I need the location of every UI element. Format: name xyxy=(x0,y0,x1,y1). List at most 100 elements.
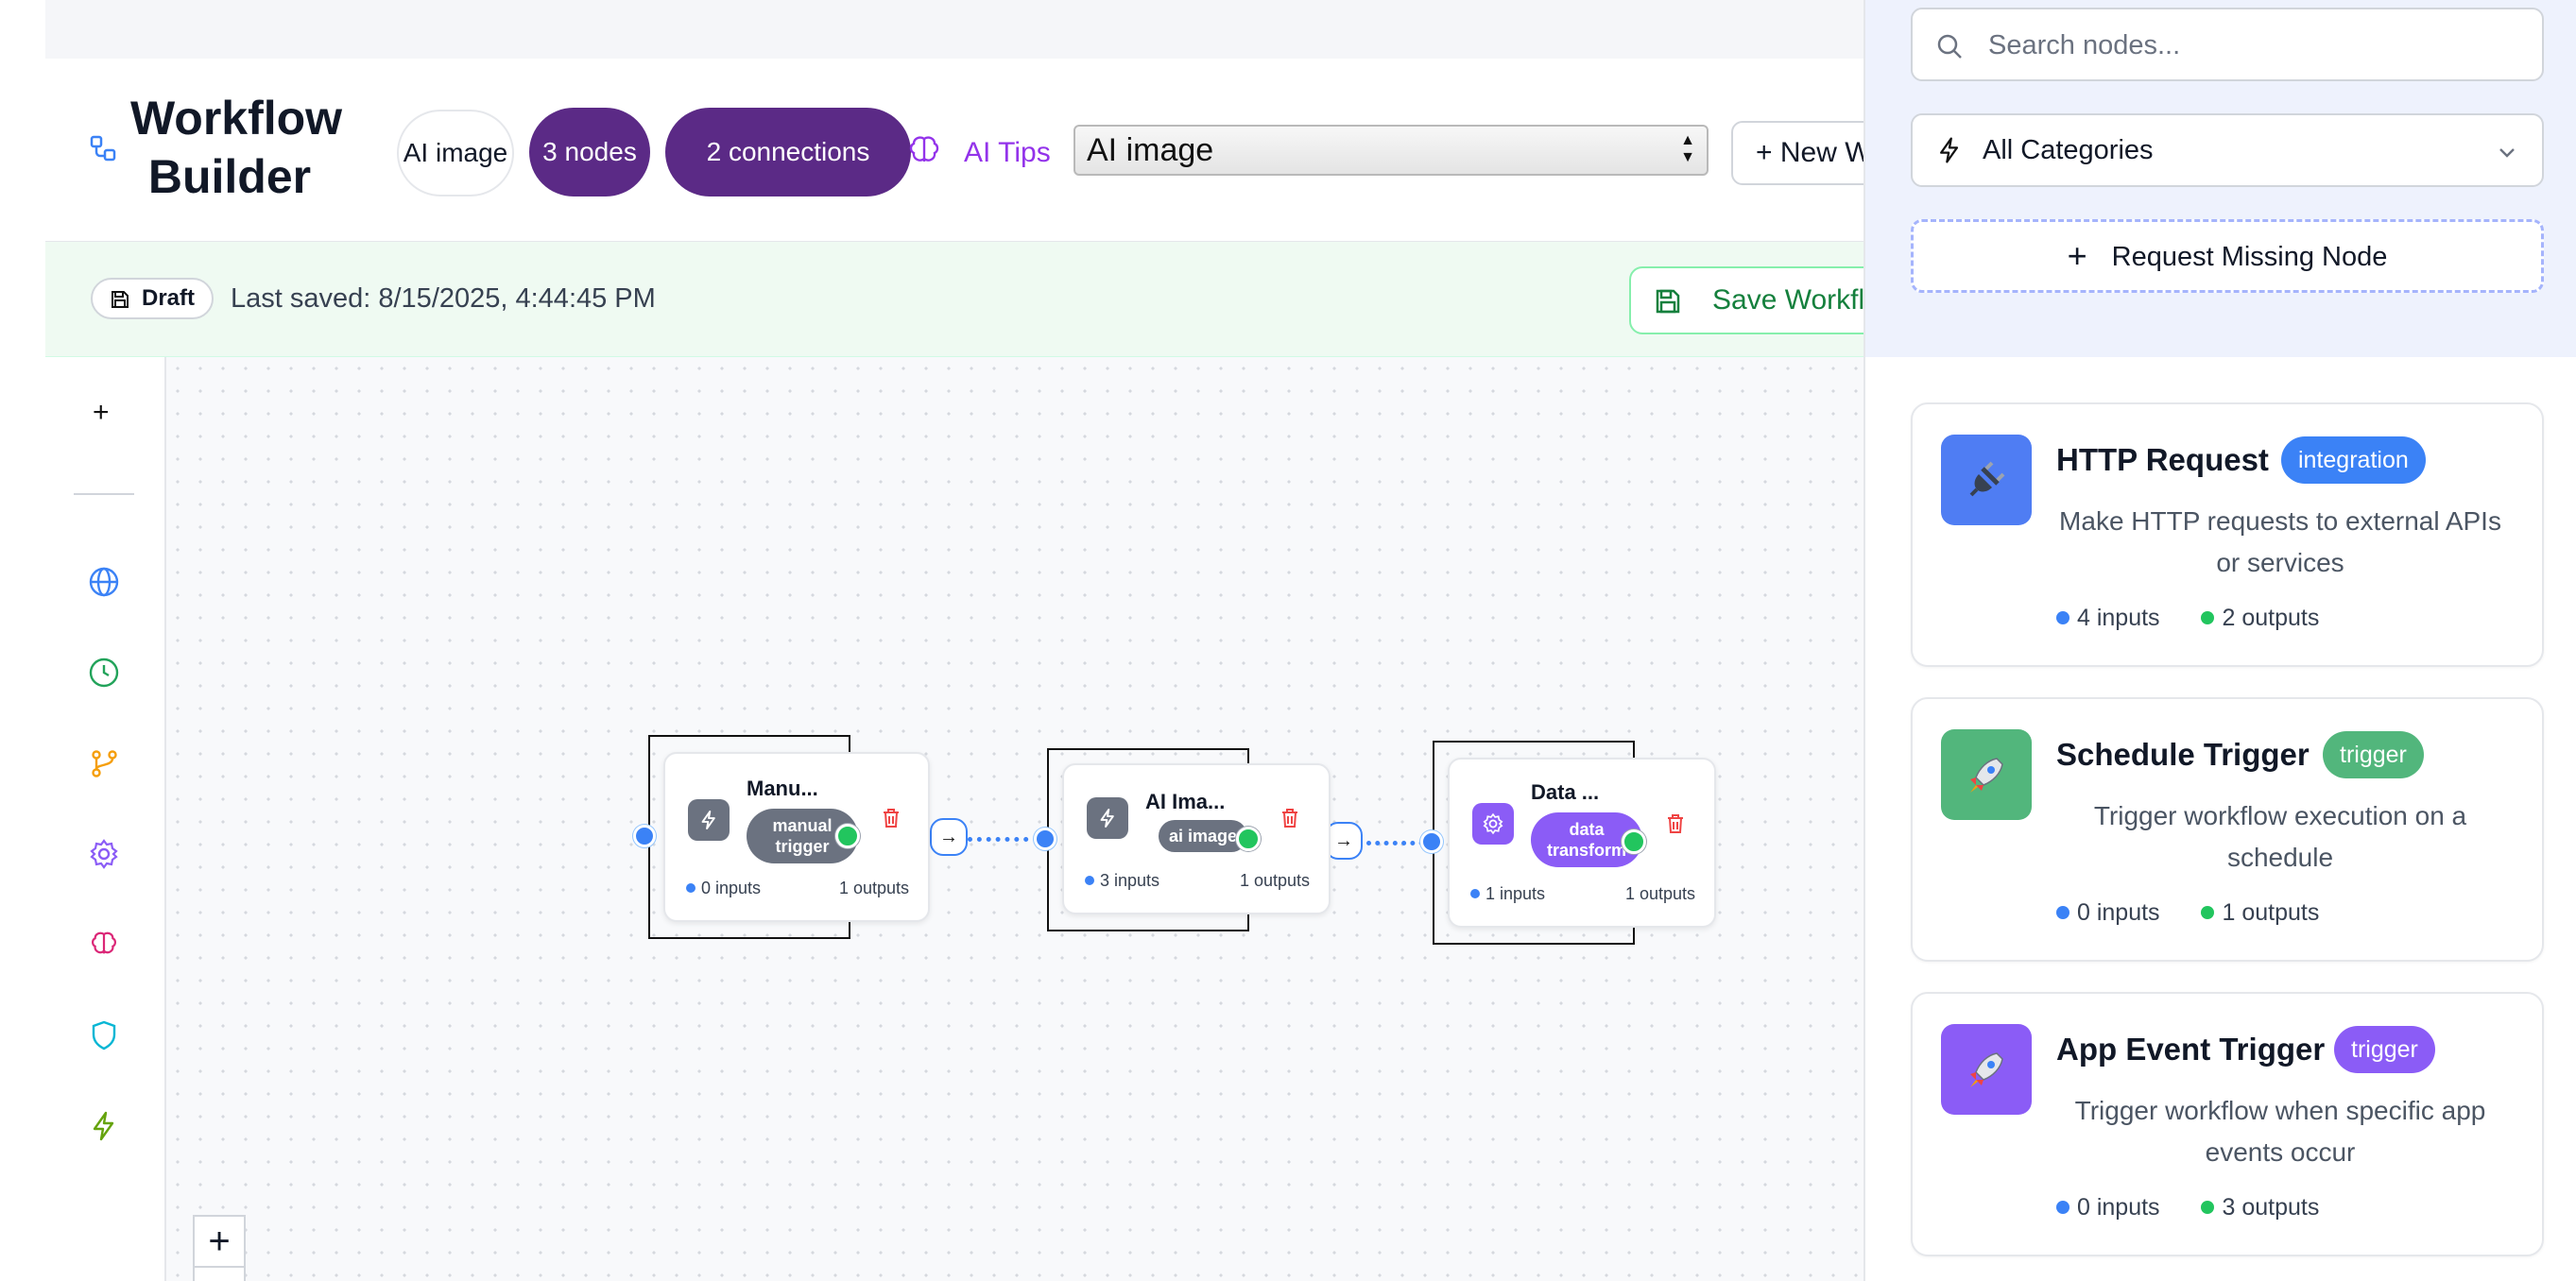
search-icon xyxy=(1937,34,1962,59)
node-name: AI Ima... xyxy=(1145,790,1226,813)
bolt-icon[interactable] xyxy=(85,1107,123,1145)
node-outputs: 1 outputs xyxy=(1625,884,1696,903)
toolbar-divider xyxy=(74,493,134,495)
search-box[interactable] xyxy=(1911,8,2544,81)
node-inputs-label: 1 inputs xyxy=(1485,884,1546,903)
connections-count-pill: 2 connections xyxy=(665,108,911,196)
chevron-down-icon xyxy=(2499,148,2515,158)
node-card-outputs: 1 outputs xyxy=(2222,899,2320,926)
shield-icon[interactable] xyxy=(85,1016,123,1054)
output-dot xyxy=(2201,1201,2215,1214)
output-port[interactable] xyxy=(835,824,860,848)
input-dot xyxy=(686,883,696,893)
trash-icon[interactable] xyxy=(881,807,902,829)
connection-line[interactable] xyxy=(968,837,1047,842)
category-value: All Categories xyxy=(1983,135,2154,165)
node-card-http-request[interactable]: HTTP Request integration Make HTTP reque… xyxy=(1911,402,2544,667)
input-port[interactable] xyxy=(633,825,656,847)
node-card-description: Trigger workflow when specific app event… xyxy=(2074,1096,2486,1167)
workflow-type-select[interactable]: AI image ▲▼ xyxy=(1073,125,1709,176)
category-select[interactable]: All Categories xyxy=(1911,113,2544,187)
node-card-description: Trigger workflow execution on a schedule xyxy=(2093,801,2467,872)
globe-icon[interactable] xyxy=(85,563,123,601)
header: Workflow Builder AI image 3 nodes 2 conn… xyxy=(45,59,1939,242)
category-badge: trigger xyxy=(2323,731,2424,778)
search-input[interactable] xyxy=(1988,23,2517,68)
workflow-type-value: AI image xyxy=(1087,132,1214,168)
save-icon xyxy=(112,291,129,308)
node-card-inputs: 4 inputs xyxy=(2077,605,2160,631)
draft-badge: Draft xyxy=(91,278,214,319)
workflow-icon xyxy=(90,135,116,162)
node-inputs: 1 inputs xyxy=(1470,884,1545,904)
panel-controls: All Categories +Request Missing Node xyxy=(1865,0,2576,357)
trash-icon[interactable] xyxy=(1665,812,1686,835)
input-dot xyxy=(2056,906,2069,919)
plug-icon xyxy=(1941,435,2032,525)
status-bar: Draft Last saved: 8/15/2025, 4:44:45 PM … xyxy=(45,242,1913,357)
node-card-outputs: 3 outputs xyxy=(2222,1194,2320,1221)
plus-icon: + xyxy=(2067,236,2087,275)
brain-icon[interactable] xyxy=(85,926,123,964)
input-dot xyxy=(2056,611,2069,624)
top-strip xyxy=(45,0,1863,59)
input-port[interactable] xyxy=(1420,830,1443,853)
draft-label: Draft xyxy=(142,285,196,311)
bolt-icon xyxy=(1940,137,1959,163)
zoom-out-button[interactable] xyxy=(193,1266,246,1281)
node-inputs-label: 0 inputs xyxy=(701,879,762,897)
clock-icon[interactable] xyxy=(85,654,123,692)
node-card-title: Schedule Trigger xyxy=(2056,737,2310,772)
node-card-description: Make HTTP requests to external APIs or s… xyxy=(2059,506,2501,577)
output-port[interactable] xyxy=(1236,827,1261,851)
connection-line[interactable] xyxy=(1366,841,1433,845)
node-card-outputs: 2 outputs xyxy=(2222,605,2320,631)
save-icon xyxy=(1656,289,1680,314)
gear-icon xyxy=(1472,803,1514,845)
node-card-app-event-trigger[interactable]: App Event Trigger trigger Trigger workfl… xyxy=(1911,992,2544,1256)
rocket-icon xyxy=(1941,1024,2032,1115)
last-saved-text: Last saved: 8/15/2025, 4:44:45 PM xyxy=(231,283,656,314)
input-dot xyxy=(1085,876,1094,885)
gear-icon[interactable] xyxy=(85,835,123,873)
brain-icon[interactable] xyxy=(905,132,943,170)
category-badge: trigger xyxy=(2334,1026,2435,1073)
node-card-io: 0 inputs 1 outputs xyxy=(2056,899,2319,927)
node-card-inputs: 0 inputs xyxy=(2077,899,2160,926)
input-dot xyxy=(1470,889,1480,898)
arrow-right-icon[interactable]: → xyxy=(930,818,968,856)
rocket-icon xyxy=(1941,729,2032,820)
branch-icon[interactable] xyxy=(85,744,123,782)
trash-icon[interactable] xyxy=(1279,807,1300,829)
node-outputs: 1 outputs xyxy=(1240,871,1311,890)
zoom-in-button[interactable]: + xyxy=(193,1215,246,1268)
node-card-title: App Event Trigger xyxy=(2056,1032,2326,1067)
type-pill: AI image xyxy=(397,110,514,196)
node-card-io: 4 inputs 2 outputs xyxy=(2056,605,2319,632)
workflow-node[interactable]: Manu... manual trigger 0 inputs 1 output… xyxy=(663,752,930,922)
request-missing-node-button[interactable]: +Request Missing Node xyxy=(1911,219,2544,293)
category-badge: integration xyxy=(2281,436,2426,484)
node-inputs: 0 inputs xyxy=(686,879,761,898)
workflow-node[interactable]: AI Ima... ai image 3 inputs 1 outputs xyxy=(1062,763,1331,914)
workflow-node[interactable]: Data ... data transform 1 inputs 1 outpu… xyxy=(1448,758,1716,928)
node-card-title: HTTP Request xyxy=(2056,442,2269,477)
page-title: Workflow Builder xyxy=(130,92,343,203)
node-name: Data ... xyxy=(1531,780,1600,804)
arrow-right-icon[interactable]: → xyxy=(1325,822,1363,860)
node-inputs: 3 inputs xyxy=(1085,871,1159,891)
output-port[interactable] xyxy=(1622,829,1646,854)
node-card-schedule-trigger[interactable]: Schedule Trigger trigger Trigger workflo… xyxy=(1911,697,2544,962)
node-card-io: 0 inputs 3 outputs xyxy=(2056,1194,2319,1221)
ai-tips-link[interactable]: AI Tips xyxy=(964,137,1051,168)
select-arrows-icon: ▲▼ xyxy=(1680,132,1695,165)
output-dot xyxy=(2201,611,2215,624)
left-toolbar: + xyxy=(45,357,166,1281)
node-inputs-label: 3 inputs xyxy=(1100,871,1160,890)
node-type-tag: ai image xyxy=(1159,820,1247,852)
bolt-icon xyxy=(688,799,730,841)
node-card-inputs: 0 inputs xyxy=(2077,1194,2160,1221)
nodes-count-pill: 3 nodes xyxy=(529,108,650,196)
add-node-button[interactable]: + xyxy=(93,397,110,428)
input-port[interactable] xyxy=(1034,828,1056,850)
